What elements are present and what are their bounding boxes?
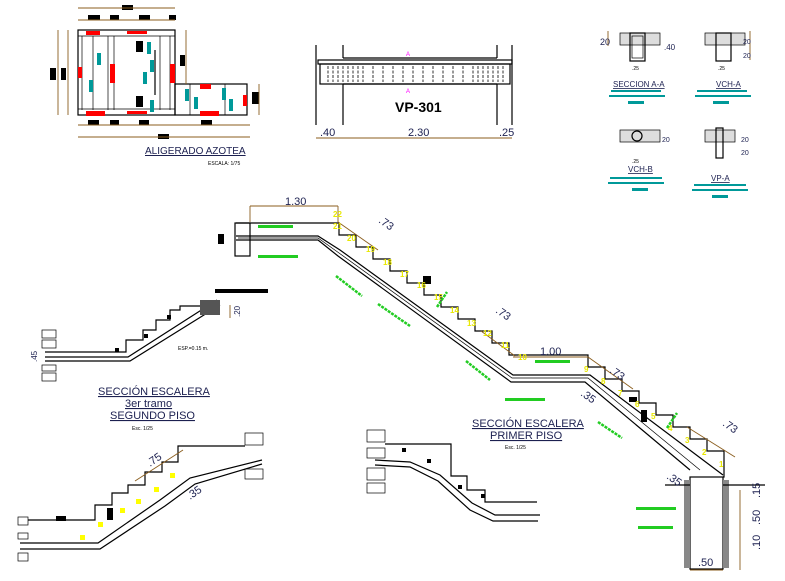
plan-aligerado-azotea: ALIGERADO AZOTEA ESCALA: 1/75 — [50, 5, 260, 167]
rebar-labels — [258, 225, 679, 529]
dim: .40 — [664, 43, 676, 52]
dim: .25 — [632, 66, 639, 72]
beam-vp-301: A A VP-301 .40 2.30 .25 — [315, 45, 514, 139]
stair-scale: Esc. 1/25 — [132, 426, 153, 432]
dim: 20 — [741, 137, 749, 144]
stair-title: SECCIÓN ESCALERA — [98, 385, 211, 398]
stair-bottom-left: .75 .35 — [17, 432, 264, 562]
section-title: SECCION A-A — [613, 80, 665, 89]
stair-subtitle: PRIMER PISO — [490, 430, 563, 442]
stair-bottom-middle — [366, 429, 540, 522]
dim-landing-top: 1.30 — [285, 196, 306, 208]
section-vch-b: 20 .25 VCH-B — [608, 129, 670, 191]
step-number: 3 — [685, 436, 690, 445]
step-number: 12 — [483, 329, 492, 338]
dim: 20 — [743, 53, 751, 60]
dim: .25 — [718, 66, 725, 72]
dim-center: 2.30 — [408, 127, 429, 139]
section-vp-a: 20 20 VP-A — [692, 127, 749, 198]
step-number: 6 — [635, 400, 640, 409]
step-number: 7 — [618, 389, 623, 398]
plan-title: ALIGERADO AZOTEA — [145, 146, 246, 157]
section-cut-a-bottom: A — [406, 89, 410, 95]
section-details: 20 .40 .25 SECCION A-A 20 20 .25 VCH-A 2… — [600, 31, 751, 198]
stair-title: SECCIÓN ESCALERA — [472, 417, 585, 430]
dim: 20 — [741, 150, 749, 157]
stair-scale: Esc. 1/25 — [505, 445, 526, 451]
step-number: 20 — [347, 234, 356, 243]
dim: .45 — [30, 350, 39, 362]
step-number: 18 — [383, 258, 392, 267]
dim: .25 — [632, 159, 639, 165]
stair-tramo: 3er tramo — [125, 398, 172, 410]
step-number: 17 — [400, 270, 409, 279]
section-title: VCH-A — [716, 80, 742, 89]
step-number: 21 — [333, 222, 342, 231]
section-vch-a: 20 20 .25 VCH-A — [695, 31, 751, 104]
step-number: 16 — [417, 281, 426, 290]
dim-right: .25 — [499, 127, 514, 139]
section-cut-a-top: A — [406, 52, 410, 58]
step-number: 8 — [601, 377, 606, 386]
dimension-tags — [50, 5, 259, 139]
beam-marks — [78, 31, 247, 116]
dim-width: .50 — [698, 557, 713, 569]
dim-left: .40 — [320, 127, 335, 139]
dim: 20 — [662, 137, 670, 144]
beam-title: VP-301 — [395, 99, 442, 115]
rebar-marks — [89, 42, 233, 112]
step-number: 2 — [702, 448, 707, 457]
stair-subtitle: SEGUNDO PISO — [110, 410, 195, 422]
section-title: VCH-B — [628, 165, 653, 174]
step-number: 11 — [501, 341, 510, 350]
plan-scale: ESCALA: 1/75 — [208, 161, 240, 167]
dim: 20 — [743, 39, 751, 46]
step-number: 15 — [434, 293, 443, 302]
thickness-note: ESP.=0.15 m. — [178, 346, 208, 352]
dim-depth: .10 — [751, 535, 763, 550]
dim-depth: .50 — [751, 510, 763, 525]
step-number: 4 — [668, 424, 673, 433]
step-number: 5 — [651, 412, 656, 421]
section-a-a: 20 .40 .25 SECCION A-A — [600, 31, 676, 104]
stirrups — [327, 66, 504, 82]
dim-depth: .15 — [751, 483, 763, 498]
dim: 20 — [600, 37, 610, 47]
dim-landing-mid: 1.00 — [540, 346, 561, 358]
stair-primer-piso: 1.30 .73 .73 1.00 .73 .73 .35 .35 .15 .5… — [218, 196, 765, 571]
step-number: 1 — [719, 460, 724, 469]
step-number: 22 — [333, 210, 342, 219]
section-title: VP-A — [711, 174, 730, 183]
step-number: 14 — [450, 306, 459, 315]
dim: .20 — [233, 305, 242, 317]
step-number: 9 — [584, 365, 589, 374]
step-number: 10 — [518, 353, 527, 362]
step-number: 13 — [467, 319, 476, 328]
stair-segundo-piso: .20 .45 ESP.=0.15 m. SECCIÓN ESCALERA 3e… — [30, 289, 268, 432]
step-number: 19 — [366, 245, 375, 254]
